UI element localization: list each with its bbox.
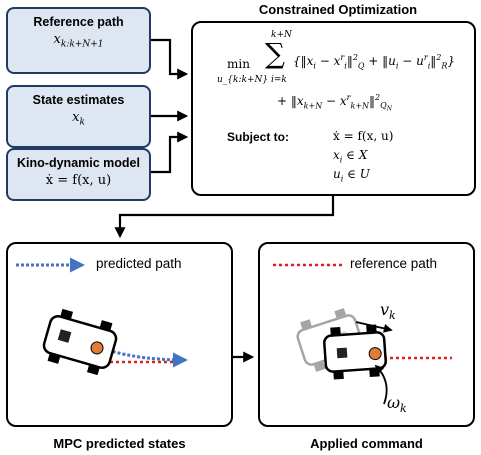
kino-dynamic-model-title: Kino-dynamic model	[17, 156, 140, 170]
reference-path-math: xk:k+N+1	[53, 32, 104, 50]
optimization-panel: min u_{k:k+N} k+N ∑ i=k {‖xi − xri‖2Q + …	[191, 21, 476, 196]
objective-term-2: + ‖xk+N − xrk+N‖2QN	[277, 93, 392, 113]
reference-path-title: Reference path	[33, 15, 124, 29]
sum-lower-limit: i=k	[271, 75, 287, 85]
sum-symbol: ∑	[265, 37, 285, 70]
state-estimates-input-box: State estimates xk	[6, 85, 151, 148]
kino-dynamic-model-math: ẋ = f(x, u)	[45, 173, 112, 188]
reference-path-legend: reference path	[350, 256, 438, 271]
kino-dynamic-model-input-box: Kino-dynamic model ẋ = f(x, u)	[6, 148, 151, 201]
velocity-arrow	[355, 321, 393, 333]
state-estimates-math: xk	[72, 110, 85, 128]
mpc-predicted-panel	[6, 242, 233, 427]
angular-velocity-arrow	[374, 364, 388, 405]
predicted-path-legend: predicted path	[96, 256, 182, 271]
min-subscript: u_{k:k+N}	[217, 75, 269, 85]
subject-to-label: Subject to:	[227, 130, 289, 144]
right-robot	[323, 324, 387, 380]
applied-command-caption: Applied command	[310, 436, 423, 451]
left-predicted-path	[107, 348, 188, 368]
input-connectors	[114, 38, 335, 363]
objective-term-1: {‖xi − xri‖2Q + ‖ui − uri‖2R}	[293, 53, 456, 71]
left-robot	[42, 308, 118, 376]
state-estimates-title: State estimates	[32, 93, 125, 107]
angular-velocity-label: ωk	[387, 393, 407, 416]
velocity-label: vk	[380, 300, 396, 323]
sum-upper-limit: k+N	[271, 30, 292, 40]
constraint-state: xi ∈ X	[333, 148, 368, 165]
optimization-title: Constrained Optimization	[258, 2, 418, 17]
mpc-predicted-caption: MPC predicted states	[53, 436, 186, 451]
reference-path-input-box: Reference path xk:k+N+1	[6, 7, 151, 74]
min-operator: min	[227, 57, 250, 71]
constraint-dynamics: ẋ = f(x, u)	[333, 129, 394, 143]
constraint-input: ui ∈ U	[333, 167, 370, 184]
